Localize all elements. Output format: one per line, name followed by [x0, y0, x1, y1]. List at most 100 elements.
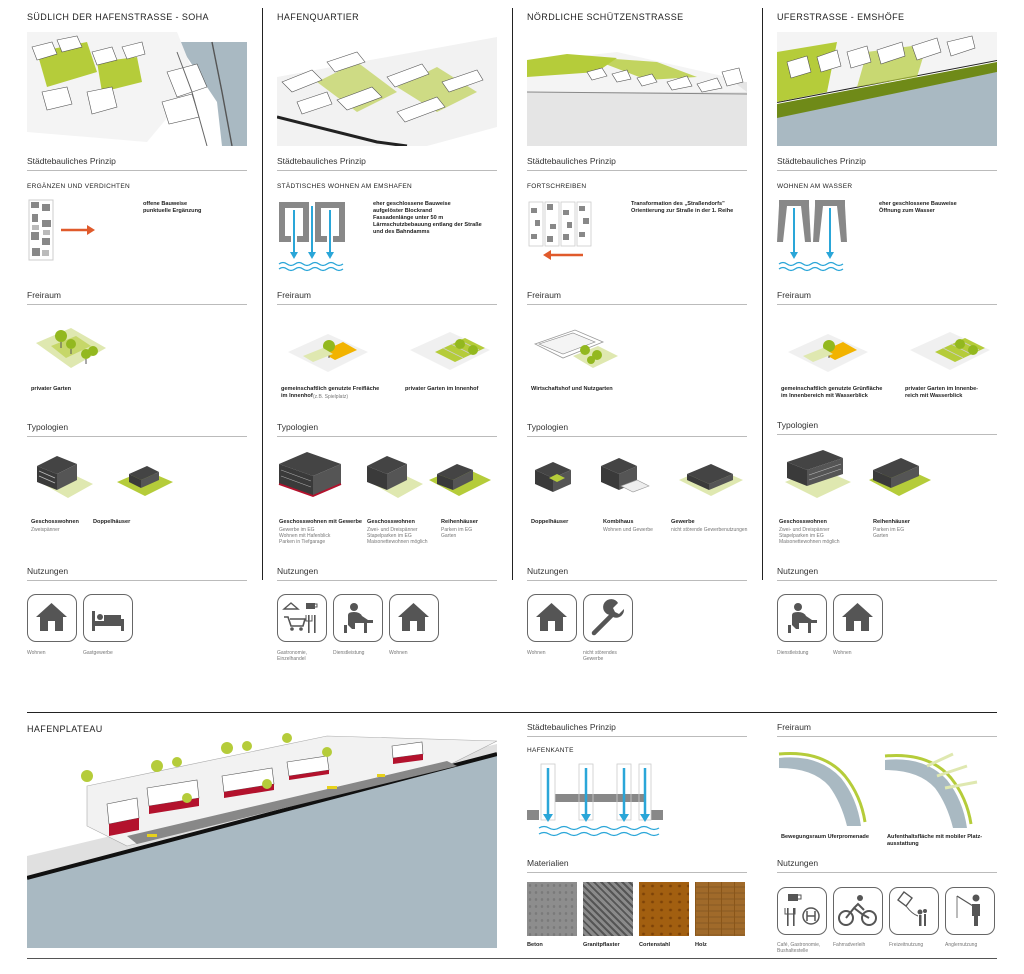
material-swatch-holz [695, 882, 745, 936]
hero-axonometric-schuetzenstrasse [527, 52, 747, 146]
prinzip-diagram [28, 199, 95, 261]
bottom-section-materialien: Materialien [527, 858, 747, 873]
section-freiraum: Freiraum [277, 290, 497, 305]
hero-axonometric-uferstrasse [777, 32, 997, 146]
office-desk-icon [777, 594, 827, 642]
hafenkante-diagram [527, 763, 663, 837]
section-typologien: Typologien [777, 420, 997, 435]
section-typologien: Typologien [277, 422, 497, 437]
nutz-label: Café, Gastronomie, Bushaltestelle [777, 942, 821, 954]
typ-label: Doppelhäuser [93, 519, 131, 525]
section-typologien: Typologien [527, 422, 747, 437]
freiraum-diagram-innenbereich [788, 334, 868, 372]
bottom-prinzip-subtitle: HAFENKANTE [527, 747, 574, 754]
prinzip-diagram [528, 201, 592, 260]
bottom-top-rule [27, 712, 997, 713]
typ-sublabel: Parken im EG Garten [441, 527, 473, 539]
material-swatch-beton [527, 882, 577, 936]
prinzip-note: offene Bauweise punktuelle Ergänzung [143, 201, 202, 214]
office-desk-icon [333, 594, 383, 642]
typ-label: Geschosswohnen mit Gewerbe [279, 519, 362, 525]
section-nutzungen: Nutzungen [777, 566, 997, 581]
freiraum-diagram-garten [410, 332, 490, 370]
freiraum-label-garten: privater Garten [31, 386, 72, 392]
column-uferstrasse: UFERSTRASSE - EMSHÖFE Städtebauliches Pr… [777, 0, 999, 680]
nutz-label: Gastgewerbe [83, 650, 113, 656]
section-nutzungen: Nutzungen [527, 566, 747, 581]
freiraum-diagram-garten [910, 332, 990, 370]
hero-axonometric-soha [27, 32, 247, 146]
freiraum-label: Bewegungsraum Uferpromenade [781, 834, 869, 840]
bottom-section-prinzip: Städtebauliches Prinzip [527, 722, 747, 737]
material-swatch-granitpflaster [583, 882, 633, 936]
nutz-label: Freizeitnutzung [889, 942, 924, 948]
typology-doppelhaeuser [117, 466, 173, 496]
house-icon [527, 594, 577, 642]
nutz-label: nicht störendes Gewerbe [583, 650, 617, 662]
prinzip-note: Transformation des „Straßendorfs" Orient… [631, 201, 734, 214]
typology-kombihaus [601, 458, 650, 493]
freiraum-diagram [36, 328, 106, 368]
section-prinzip: Städtebauliches Prinzip [277, 156, 497, 171]
bottom-section-nutzungen: Nutzungen [777, 858, 997, 873]
section-nutzungen: Nutzungen [27, 566, 247, 581]
section-freiraum: Freiraum [777, 290, 997, 305]
typ-sublabel: Zwei- und Dreispänner Stapelparken im EG… [779, 527, 840, 545]
freiraum-label: privater Garten im Innenbe- reich mit Wa… [905, 386, 979, 399]
prinzip-diagram [278, 202, 345, 272]
typ-label: Geschosswohnen [31, 519, 79, 525]
section-nutzungen: Nutzungen [277, 566, 497, 581]
prinzip-subtitle: STÄDTISCHES WOHNEN AM EMSHAFEN [277, 183, 413, 190]
typ-sublabel: Gewerbe im EG Wohnen mit Hafenblick Park… [279, 527, 331, 545]
section-prinzip: Städtebauliches Prinzip [27, 156, 247, 171]
house-icon [833, 594, 883, 642]
nutz-label: Dienstleistung [333, 650, 365, 656]
typ-label: Reihenhäuser [873, 519, 910, 525]
typology-doppelhaeuser [535, 462, 571, 492]
typology-geschosswohnen [37, 456, 93, 498]
house-icon [27, 594, 77, 642]
typ-sublabel: Zwei- und Dreispänner Stapelparken im EG… [367, 527, 428, 545]
typ-sublabel: nicht störende Gewerbenutzungen [671, 527, 748, 533]
freiraum-label: Aufenthaltsfläche mit mobiler Platz- aus… [887, 834, 983, 847]
prinzip-note: eher geschlossene Bauweise aufgelöster B… [373, 201, 482, 235]
prinzip-subtitle: FORTSCHREIBEN [527, 183, 587, 190]
nutz-label: Wohnen [27, 650, 46, 656]
column-divider [512, 8, 513, 580]
bed-icon [83, 594, 133, 642]
column-divider [262, 8, 263, 580]
wrench-icon [583, 594, 633, 642]
bottom-section-freiraum: Freiraum [777, 722, 997, 737]
freiraum-extra: (z.B. Spielplatz) [313, 394, 349, 400]
material-label: Beton [527, 942, 543, 948]
bicycle-icon [833, 887, 883, 935]
freiraum-diagram [533, 329, 618, 368]
house-icon [389, 594, 439, 642]
typ-label: Kombihaus [603, 519, 634, 525]
material-swatch-cortenstahl [639, 882, 689, 936]
typ-label: Geschosswohnen [779, 519, 827, 525]
typ-sublabel: Zweispänner [31, 527, 60, 533]
freiraum-uferpromenade-diagram [778, 751, 978, 828]
column-schuetzenstrasse: NÖRDLICHE SCHÜTZENSTRASSE Städtebauliche… [527, 0, 749, 680]
nutz-label: Wohnen [527, 650, 546, 656]
column-title: HAFENQUARTIER [277, 12, 360, 22]
freiraum-label: gemeinschaftlich genutzte Grünfläche im … [781, 386, 883, 399]
cafe-bus-icon [777, 887, 827, 935]
material-label: Holz [695, 942, 707, 948]
section-freiraum: Freiraum [27, 290, 247, 305]
freiraum-label: privater Garten im Innenhof [405, 386, 479, 392]
nutz-label: Anglernutzung [945, 942, 978, 948]
kite-playground-icon [889, 887, 939, 935]
typology-gewerbe [679, 464, 743, 496]
typology-reihenhaeuser [429, 464, 491, 496]
nutz-label: Fahrradverleih [833, 942, 866, 948]
typology-reihenhaeuser [869, 458, 931, 496]
bottom-rule [27, 958, 997, 959]
section-prinzip: Städtebauliches Prinzip [527, 156, 747, 171]
hafenplateau-axonometric [27, 733, 497, 948]
freiraum-label: gemeinschaftlich genutzte Freifläche im … [281, 386, 380, 399]
hafenplateau-title: HAFENPLATEAU [27, 724, 103, 734]
nutz-label: Gastronomie, Einzelhandel [277, 650, 308, 662]
angler-icon [945, 887, 995, 935]
